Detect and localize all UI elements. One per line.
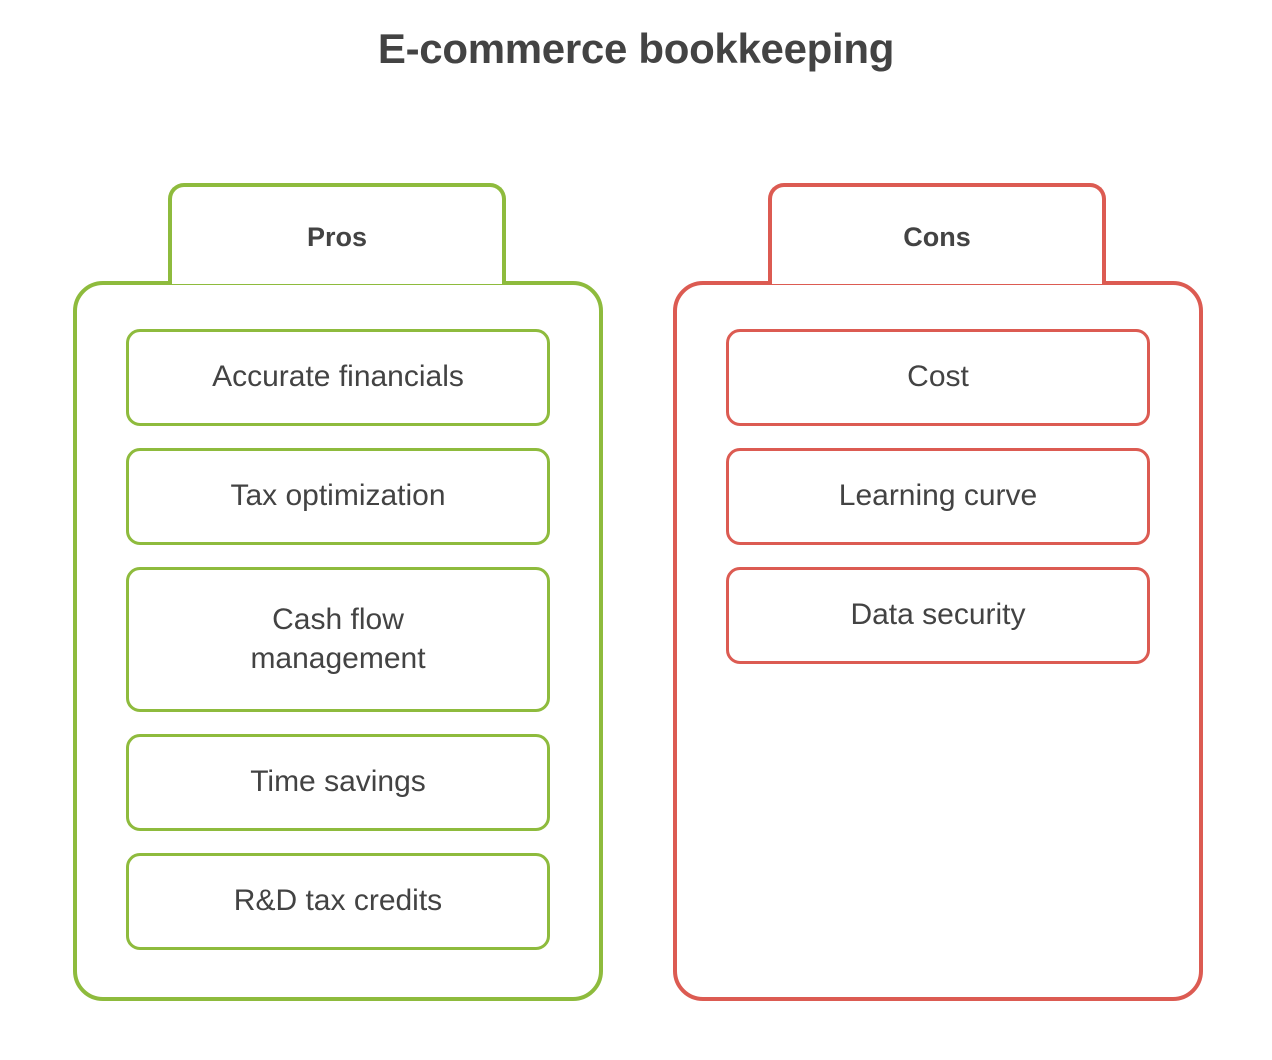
list-item-label: Accurate financials xyxy=(212,360,464,394)
list-item-label: R&D tax credits xyxy=(233,884,443,918)
tab-cons[interactable]: Cons xyxy=(768,183,1106,284)
list-item-label: Time savings xyxy=(250,765,426,799)
tab-pros-label: Pros xyxy=(306,222,368,252)
list-item[interactable]: Learning curve xyxy=(726,448,1150,545)
list-item-label: Tax optimization xyxy=(230,479,446,513)
list-item[interactable]: Data security xyxy=(726,567,1150,664)
cons-panel: Cost Learning curve Data security xyxy=(673,281,1203,1001)
list-item-label: Cost xyxy=(907,360,969,394)
pros-panel: Accurate financials Tax optimization Cas… xyxy=(73,281,603,1001)
tab-pros[interactable]: Pros xyxy=(168,183,506,284)
list-item[interactable]: Cost xyxy=(726,329,1150,426)
list-item[interactable]: Tax optimization xyxy=(126,448,550,545)
list-item-label: Cash flow management xyxy=(250,603,426,675)
list-item[interactable]: Cash flow management xyxy=(126,567,550,712)
tab-cons-label: Cons xyxy=(903,222,971,252)
list-item-label: Data security xyxy=(850,598,1026,632)
list-item[interactable]: R&D tax credits xyxy=(126,853,550,950)
list-item[interactable]: Accurate financials xyxy=(126,329,550,426)
list-item[interactable]: Time savings xyxy=(126,734,550,831)
list-item-label: Learning curve xyxy=(838,479,1038,513)
page-title: E-commerce bookkeeping xyxy=(377,25,895,72)
